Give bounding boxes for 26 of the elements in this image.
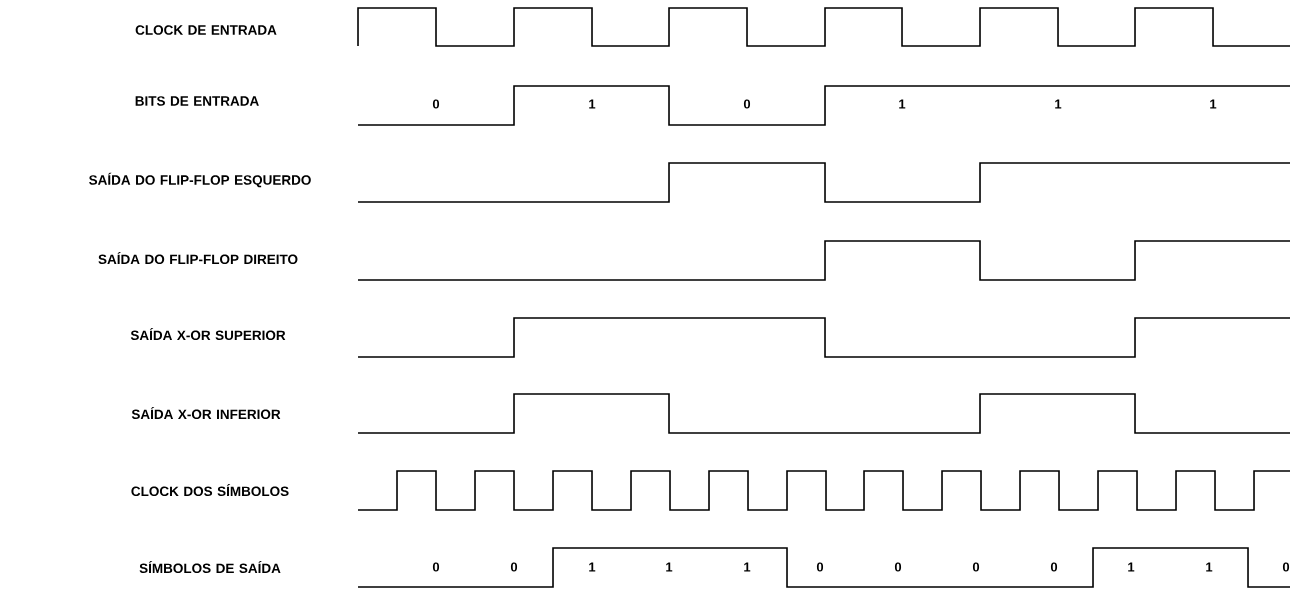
- bit-value: 1: [899, 99, 906, 109]
- signal-label: SÍMBOLOS DE SAÍDA: [139, 560, 281, 574]
- signal-label: CLOCK DE ENTRADA: [135, 25, 277, 35]
- signal-label: BITS DE ENTRADA: [135, 96, 259, 106]
- bit-value: 0: [894, 562, 902, 572]
- bit-value: 1: [1210, 99, 1217, 109]
- bit-value: 1: [1206, 562, 1213, 572]
- bit-value: 0: [432, 562, 440, 572]
- bit-value: 1: [1055, 99, 1062, 109]
- bit-value: 1: [1128, 562, 1135, 572]
- bit-value: 0: [816, 562, 824, 572]
- bit-value: 1: [589, 562, 596, 572]
- signal-label: SAÍDA X-OR SUPERIOR: [130, 327, 286, 341]
- bit-value: 1: [744, 562, 751, 572]
- bit-value: 0: [1050, 562, 1058, 572]
- signal-label: SAÍDA DO FLIP-FLOP ESQUERDO: [89, 172, 311, 188]
- bit-value: 0: [510, 562, 518, 572]
- bit-value: 0: [743, 99, 751, 109]
- signal-label: CLOCK DOS SÍMBOLOS: [131, 483, 289, 497]
- bit-value: 0: [1282, 562, 1290, 572]
- bit-value: 0: [972, 562, 980, 572]
- bit-value: 1: [666, 562, 673, 572]
- signal-label: SAÍDA DO FLIP-FLOP DIREITO: [98, 251, 298, 265]
- bit-value: 1: [589, 99, 596, 109]
- bit-value: 0: [432, 99, 440, 109]
- signal-label: SAÍDA X-OR INFERIOR: [131, 406, 281, 420]
